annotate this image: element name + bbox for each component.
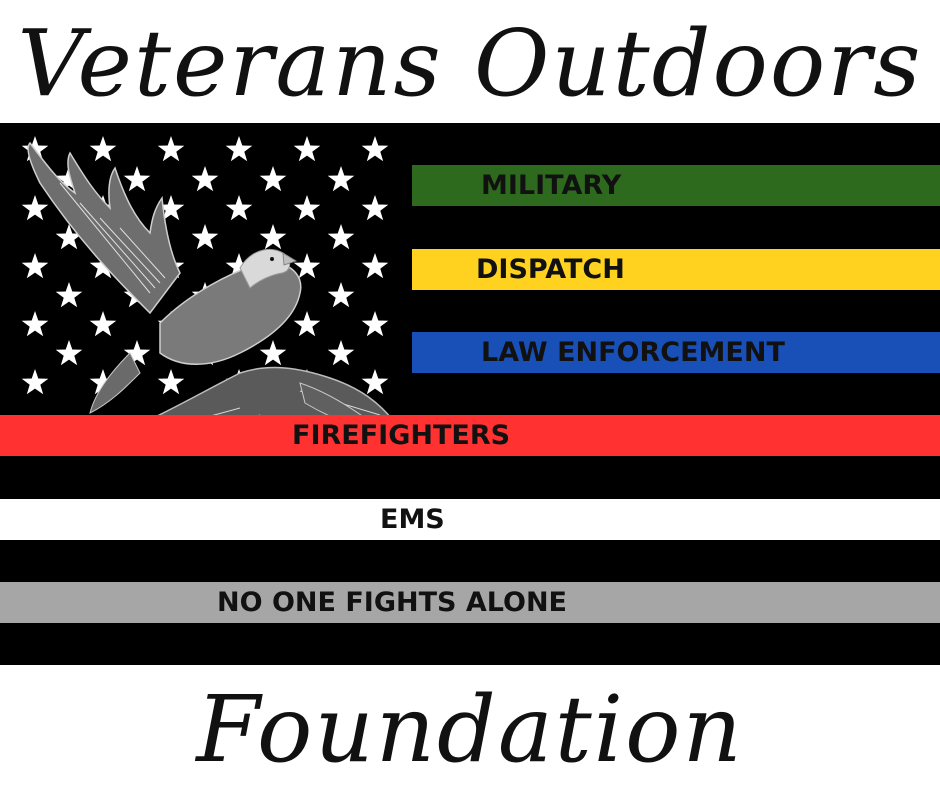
star-icon xyxy=(21,253,49,279)
flag-canton xyxy=(21,136,390,415)
star-icon xyxy=(55,282,83,308)
star-icon xyxy=(259,340,287,366)
star-icon xyxy=(89,136,117,162)
stripe-label-dispatch: DISPATCH xyxy=(476,254,625,285)
stripe-label-military: MILITARY xyxy=(481,170,622,201)
star-icon xyxy=(293,136,321,162)
star-icon xyxy=(327,282,355,308)
star-icon xyxy=(55,340,83,366)
star-icon xyxy=(327,340,355,366)
star-icon xyxy=(21,195,49,221)
stripe-no-one-fights-alone: NO ONE FIGHTS ALONE xyxy=(0,582,940,623)
star-icon xyxy=(123,340,151,366)
title-bottom: Foundation xyxy=(196,676,744,783)
eagle-icon xyxy=(27,141,390,415)
stripe-label-firefighters: FIREFIGHTERS xyxy=(292,420,511,451)
star-icon xyxy=(361,253,389,279)
stripe-military: MILITARY xyxy=(412,165,940,206)
star-icon xyxy=(293,195,321,221)
thin-line-flag: MILITARY DISPATCH LAW ENFORCEMENT FIREFI… xyxy=(0,123,940,665)
title-top: Veterans Outdoors xyxy=(17,10,923,117)
stripe-dispatch: DISPATCH xyxy=(412,249,940,290)
star-icon xyxy=(293,311,321,337)
star-icon xyxy=(55,224,83,250)
star-icon xyxy=(225,253,253,279)
stripe-label-law-enforcement: LAW ENFORCEMENT xyxy=(481,337,785,368)
star-icon xyxy=(225,136,253,162)
star-icon xyxy=(21,311,49,337)
stripe-label-ems: EMS xyxy=(380,504,445,535)
star-icon xyxy=(259,166,287,192)
star-icon xyxy=(89,311,117,337)
stripe-ems: EMS xyxy=(0,499,940,540)
star-icon xyxy=(361,136,389,162)
stripe-law-enforcement: LAW ENFORCEMENT xyxy=(412,332,940,373)
stripe-label-no-one-fights-alone: NO ONE FIGHTS ALONE xyxy=(217,587,567,618)
star-icon xyxy=(225,195,253,221)
star-icon xyxy=(293,253,321,279)
star-icon xyxy=(361,311,389,337)
star-icon xyxy=(361,369,389,395)
star-icon xyxy=(157,136,185,162)
star-icon xyxy=(191,224,219,250)
star-icon xyxy=(55,166,83,192)
star-icon xyxy=(327,166,355,192)
star-icon xyxy=(89,369,117,395)
star-icon xyxy=(157,195,185,221)
star-icon xyxy=(327,224,355,250)
star-icon xyxy=(259,224,287,250)
star-icon xyxy=(361,195,389,221)
stripe-firefighters: FIREFIGHTERS xyxy=(0,415,940,456)
star-icon xyxy=(89,253,117,279)
star-icon xyxy=(157,369,185,395)
star-icon xyxy=(123,166,151,192)
star-icon xyxy=(21,369,49,395)
star-icon xyxy=(191,166,219,192)
